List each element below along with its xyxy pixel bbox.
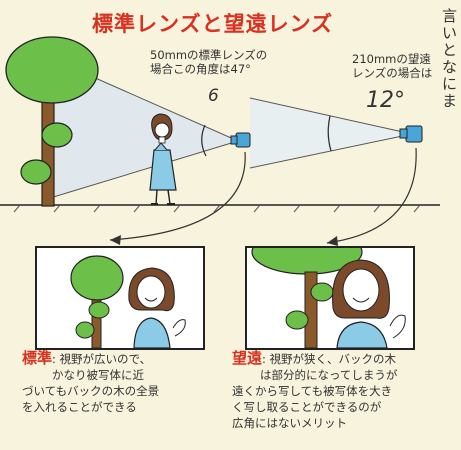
tele-note-line-1: 210mmの望遠	[352, 52, 431, 66]
tele-angle-arc	[327, 115, 332, 152]
page-title: 標準レンズと望遠レンズ	[92, 12, 334, 36]
tele-caption-head: 望遠	[232, 349, 263, 367]
girl-subject	[149, 113, 177, 205]
tele-caption: 望遠: 視野が狭く、バックの木 は部分的になってしまうが 遠くから写しても被写体…	[232, 350, 444, 431]
side-text: 言いとなにま	[442, 7, 458, 110]
tele-camera-icon	[399, 125, 423, 143]
tele-caption-line: : 視野が狭く、バックの木	[262, 352, 397, 366]
panel-girl	[128, 267, 186, 348]
standard-angle-label: 6	[208, 86, 219, 106]
tele-caption-line: は部分的になってしまうが	[260, 368, 398, 382]
tele-arrow	[326, 147, 417, 244]
tele-lens-note: 210mmの望遠 レンズの場合は	[352, 52, 432, 80]
standard-caption-head: 標準	[22, 349, 53, 367]
standard-note-line-1: 50mmの標準レンズの	[150, 48, 268, 62]
tele-view-panel	[245, 246, 415, 350]
tele-view-cone	[250, 98, 412, 168]
panel-girl-large	[332, 259, 406, 348]
standard-camera-icon	[230, 132, 251, 148]
tele-angle-label: 12°	[366, 88, 405, 113]
tele-note-line-2: レンズの場合は	[352, 66, 433, 80]
standard-angle-arc	[201, 124, 207, 157]
standard-note-line-2: 場合この角度は47°	[150, 62, 251, 76]
standard-caption-line: : 視野が広いので、	[52, 352, 152, 366]
standard-view-panel	[35, 246, 205, 350]
standard-arrow	[109, 151, 246, 241]
standard-caption-line: づいてもバックの木の全景	[22, 384, 160, 398]
standard-caption-line: を入れることができる	[22, 400, 137, 414]
tele-caption-line: 遠くから写しても被写体を大き	[232, 384, 393, 398]
panel-tree-crop	[251, 248, 363, 348]
standard-view-cone	[50, 58, 238, 198]
standard-lens-note: 50mmの標準レンズの 場合この角度は47°	[150, 48, 267, 76]
standard-caption: 標準: 視野が広いので、 かなり被写体に近 づいてもバックの木の全景 を入れるこ…	[22, 350, 222, 415]
tele-caption-line: く写し取ることができるのが	[232, 400, 382, 414]
tree	[5, 36, 99, 207]
standard-caption-line: かなり被写体に近	[52, 368, 144, 382]
tele-caption-line: 広角にはないメリット	[232, 416, 347, 430]
panel-tree	[70, 255, 124, 348]
